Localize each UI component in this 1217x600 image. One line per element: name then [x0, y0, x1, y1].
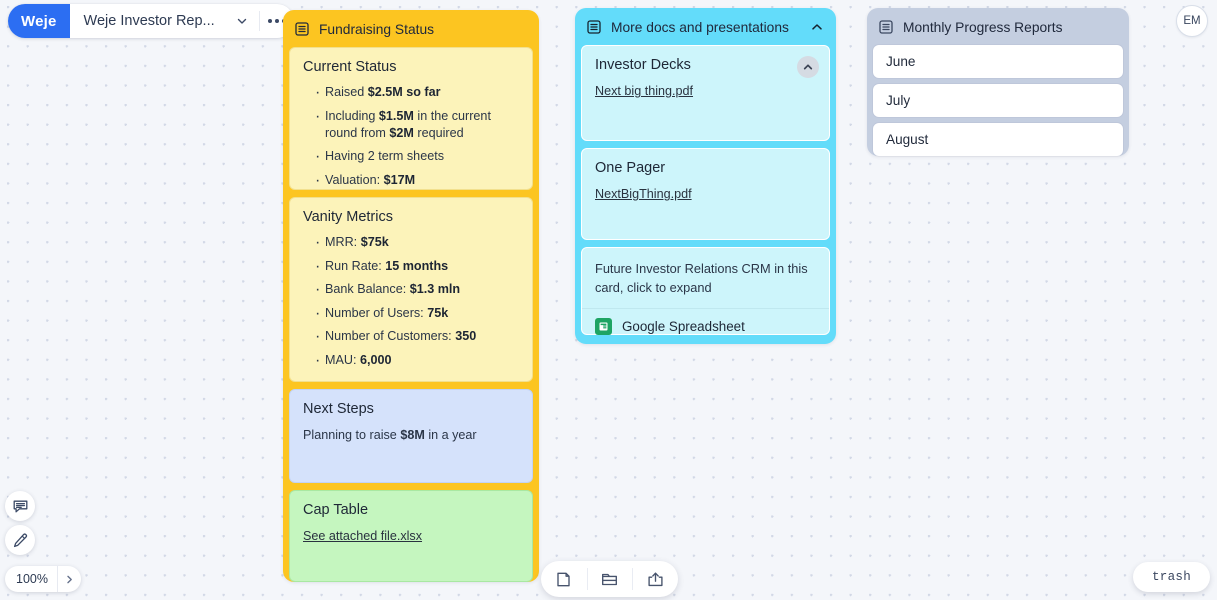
sticky-note-icon: [557, 572, 571, 586]
card-month-june[interactable]: June: [873, 45, 1123, 78]
card-title: Investor Decks: [595, 57, 691, 73]
add-note-button[interactable]: [541, 561, 587, 597]
card-one-pager[interactable]: One Pager NextBigThing.pdf: [581, 148, 830, 240]
avatar[interactable]: EM: [1176, 5, 1208, 37]
document-title[interactable]: Weje Investor Rep...: [83, 13, 215, 29]
collapse-group-button[interactable]: [810, 20, 824, 34]
zoom-control[interactable]: 100%: [5, 566, 81, 592]
card-month-august[interactable]: August: [873, 123, 1123, 156]
document-menu-button[interactable]: [225, 4, 259, 38]
add-file-button[interactable]: [586, 561, 633, 597]
list-item: Number of Customers: 350: [315, 326, 519, 348]
comment-tool-button[interactable]: [5, 491, 35, 521]
bottom-toolbar: [541, 561, 678, 597]
card-cap-table[interactable]: Cap Table See attached file.xlsx: [289, 490, 533, 582]
toolbar-divider: [258, 11, 260, 31]
bullet-list: MRR: $75k Run Rate: 15 months Bank Balan…: [303, 232, 519, 372]
pen-tool-button[interactable]: [5, 525, 35, 555]
trash-label: trash: [1151, 570, 1191, 584]
group-header[interactable]: More docs and presentations: [581, 14, 830, 40]
zoom-level-label: 100%: [16, 572, 48, 586]
group-more-docs[interactable]: More docs and presentations Investor Dec…: [575, 8, 836, 344]
card-title: One Pager: [595, 160, 666, 176]
card-investor-decks[interactable]: Investor Decks Next big thing.pdf: [581, 45, 830, 141]
attachment-link[interactable]: NextBigThing.pdf: [595, 187, 692, 201]
list-item: Number of Users: 75k: [315, 303, 519, 325]
card-investor-crm[interactable]: Future Investor Relations CRM in this ca…: [581, 247, 830, 336]
card-vanity-metrics[interactable]: Vanity Metrics MRR: $75k Run Rate: 15 mo…: [289, 197, 533, 382]
list-item: MAU: 6,000: [315, 350, 519, 372]
chevron-up-icon: [812, 24, 822, 30]
card-title: Cap Table: [303, 502, 369, 518]
group-title: Fundraising Status: [319, 21, 435, 37]
share-button[interactable]: [632, 561, 678, 597]
group-title: More docs and presentations: [611, 19, 789, 35]
google-spreadsheet-icon: [595, 318, 612, 336]
card-title: Vanity Metrics: [303, 209, 393, 225]
zoom-next-button[interactable]: [56, 566, 81, 592]
avatar-initials: EM: [1183, 15, 1201, 27]
group-header[interactable]: Fundraising Status: [289, 16, 533, 42]
list-item: Valuation: $17M: [315, 170, 519, 192]
comment-icon: [13, 500, 27, 512]
group-header[interactable]: Monthly Progress Reports: [873, 14, 1123, 40]
list-item: Bank Balance: $1.3 mln: [315, 279, 519, 301]
list-item: Including $1.5M in the current round fro…: [315, 106, 519, 142]
app-logo[interactable]: Weje: [8, 4, 70, 38]
card-title: Current Status: [303, 59, 397, 75]
board-list-icon: [295, 22, 309, 36]
attachment-link[interactable]: See attached file.xlsx: [303, 529, 423, 543]
card-body: Future Investor Relations CRM in this ca…: [595, 261, 808, 295]
card-current-status[interactable]: Current Status Raised $2.5M so far Inclu…: [289, 47, 533, 192]
group-fundraising-status[interactable]: Fundraising Status Current Status Raised…: [283, 10, 539, 582]
list-item: Raised $2.5M so far: [315, 82, 519, 104]
chevron-right-icon: [67, 575, 72, 583]
list-item: MRR: $75k: [315, 232, 519, 254]
card-body: Planning to raise $8M in a year: [303, 428, 477, 442]
board-list-icon: [587, 20, 601, 34]
pencil-icon: [13, 533, 27, 547]
chevron-down-icon: [237, 18, 246, 24]
collapse-card-button[interactable]: [797, 56, 819, 78]
chevron-up-icon: [803, 64, 813, 70]
folder-icon: [602, 573, 617, 585]
attachment-link[interactable]: Next big thing.pdf: [595, 84, 694, 98]
card-title: Next Steps: [303, 401, 374, 417]
attachment-label: Google Spreadsheet: [622, 319, 745, 335]
board-list-icon: [879, 20, 893, 34]
group-title: Monthly Progress Reports: [903, 19, 1063, 35]
card-next-steps[interactable]: Next Steps Planning to raise $8M in a ye…: [289, 389, 533, 483]
list-item: Run Rate: 15 months: [315, 256, 519, 278]
app-bar: Weje Weje Investor Rep...: [8, 4, 294, 38]
attachment-row[interactable]: Google Spreadsheet: [582, 308, 829, 345]
trash-button[interactable]: trash: [1132, 562, 1210, 592]
list-item: Having 2 term sheets: [315, 146, 519, 168]
group-monthly-progress-reports[interactable]: Monthly Progress Reports June July Augus…: [867, 8, 1129, 156]
card-month-july[interactable]: July: [873, 84, 1123, 117]
bullet-list: Raised $2.5M so far Including $1.5M in t…: [303, 82, 519, 192]
upload-icon: [648, 572, 663, 586]
